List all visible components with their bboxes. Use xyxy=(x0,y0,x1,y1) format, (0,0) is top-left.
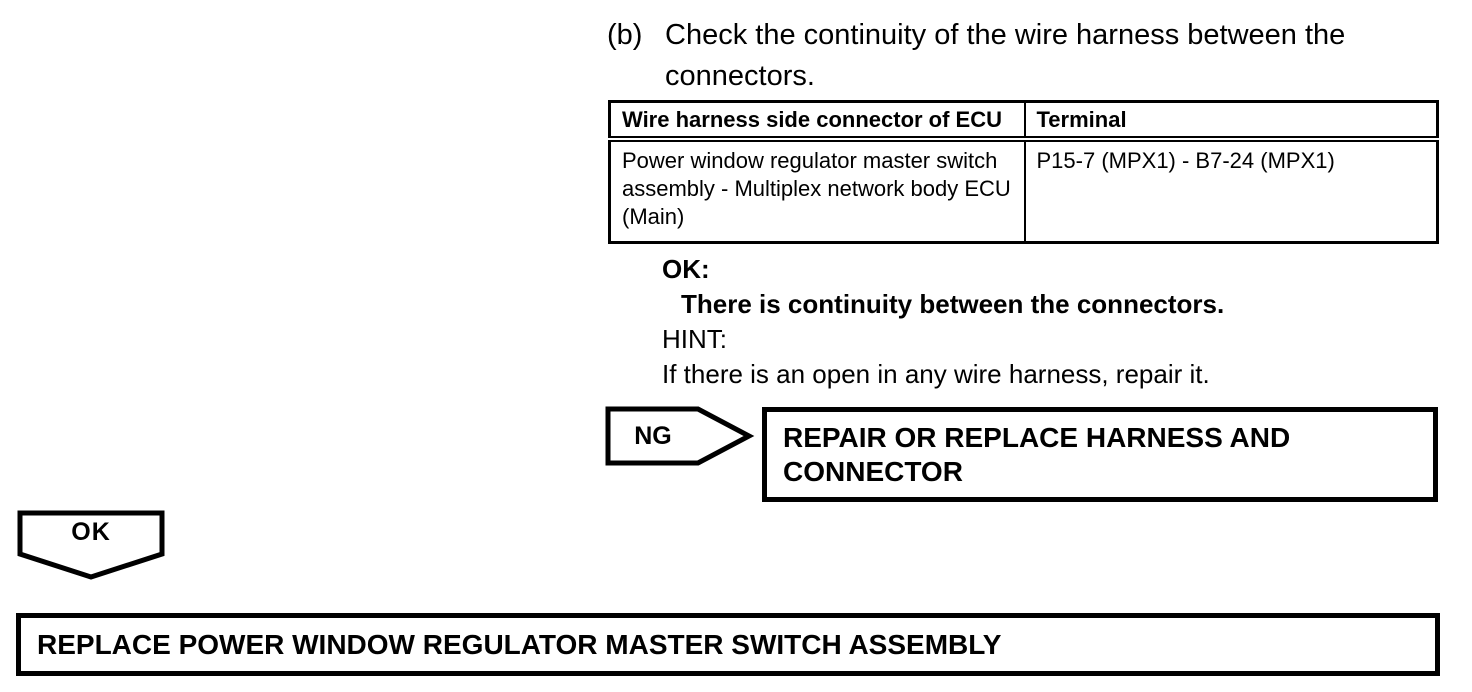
hint-label: HINT: xyxy=(662,324,727,354)
cell-terminal: P15-7 (MPX1) - B7-24 (MPX1) xyxy=(1023,138,1439,244)
hint-text: If there is an open in any wire harness,… xyxy=(662,359,1210,389)
ok-arrow-shape xyxy=(17,510,165,580)
column-header-terminal: Terminal xyxy=(1023,100,1439,142)
ok-branch-arrow: OK xyxy=(16,509,166,581)
table-header-row: Wire harness side connector of ECU Termi… xyxy=(608,100,1439,142)
step-label: (b) xyxy=(607,19,643,51)
final-action-text: REPLACE POWER WINDOW REGULATOR MASTER SW… xyxy=(37,628,1002,660)
continuity-table: Wire harness side connector of ECU Termi… xyxy=(608,100,1439,244)
instruction-step: (b) Check the continuity of the wire har… xyxy=(607,15,1413,97)
cell-connector: Power window regulator master switch ass… xyxy=(608,138,1026,244)
ok-criteria-label: OK: xyxy=(662,254,710,284)
ng-action-text: REPAIR OR REPLACE HARNESS AND CONNECTOR xyxy=(783,421,1291,487)
ng-action-box: REPAIR OR REPLACE HARNESS AND CONNECTOR xyxy=(762,407,1438,502)
final-action-box: REPLACE POWER WINDOW REGULATOR MASTER SW… xyxy=(16,613,1440,676)
column-header-connector: Wire harness side connector of ECU xyxy=(608,100,1026,142)
ng-branch-arrow: NG xyxy=(605,405,755,467)
ng-branch-label: NG xyxy=(634,421,672,450)
ok-branch-label: OK xyxy=(71,517,111,546)
ok-criteria-text: There is continuity between the connecto… xyxy=(681,289,1225,319)
table-row: Power window regulator master switch ass… xyxy=(608,138,1439,244)
step-text: Check the continuity of the wire harness… xyxy=(665,19,1346,92)
judgement-criteria: OK: There is continuity between the conn… xyxy=(662,252,1224,392)
ng-arrow-shape xyxy=(605,406,755,466)
